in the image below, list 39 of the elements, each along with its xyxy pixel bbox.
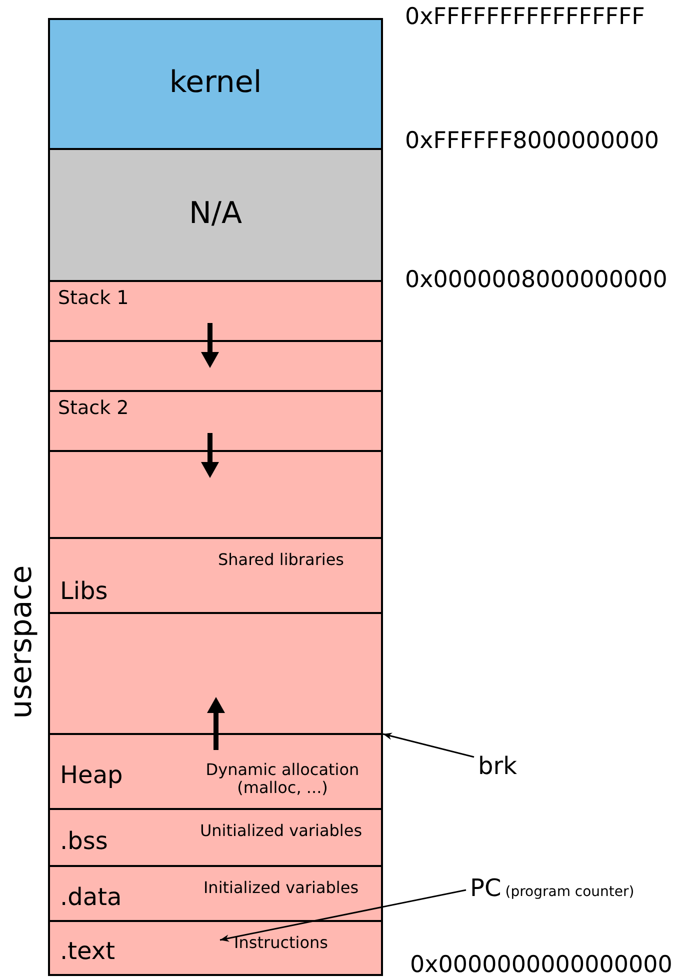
block-arrow — [201, 323, 219, 368]
pointer-note: (program counter) — [505, 884, 634, 900]
memory-segment — [48, 920, 383, 976]
leader-line — [382, 732, 474, 758]
address-label: 0xFFFFFF8000000000 — [405, 128, 659, 154]
memory-segment — [48, 18, 383, 150]
segment-name: kernel — [168, 66, 263, 100]
segment-name: .data — [60, 884, 122, 912]
segment-description: Shared libraries — [216, 551, 346, 570]
address-label: 0x0000000000000000 — [410, 952, 672, 978]
segment-name: .text — [60, 938, 115, 966]
memory-segment — [48, 865, 383, 922]
memory-segment — [48, 280, 383, 342]
block-arrow — [207, 697, 225, 750]
address-label: 0xFFFFFFFFFFFFFFFF — [405, 4, 645, 30]
memory-segment — [48, 537, 383, 614]
segment-name: Stack 2 — [58, 398, 129, 420]
segment-description: Unitialized variables — [198, 822, 364, 840]
leader-line — [220, 889, 466, 942]
memory-segment — [48, 390, 383, 452]
pointer-label: PC — [470, 874, 502, 902]
address-label: 0x0000008000000000 — [405, 267, 668, 294]
segment-description: Instructions — [233, 934, 329, 952]
segment-description: Initialized variables — [202, 879, 360, 898]
memory-segment — [48, 450, 383, 539]
memory-segment — [48, 733, 383, 810]
segment-name: Libs — [60, 578, 108, 606]
segment-name: N/A — [188, 196, 244, 231]
memory-segment — [48, 808, 383, 867]
memory-segment — [48, 148, 383, 282]
segment-name: Stack 1 — [58, 288, 129, 310]
segment-description: Dynamic allocation (malloc, ...) — [204, 761, 360, 798]
pointer-label: brk — [478, 752, 517, 780]
segment-name: .bss — [60, 828, 108, 856]
side-title: userspace — [4, 565, 40, 719]
memory-segment — [48, 340, 383, 392]
block-arrow — [201, 433, 219, 478]
memory-segment — [48, 612, 383, 735]
segment-name: Heap — [60, 762, 123, 790]
